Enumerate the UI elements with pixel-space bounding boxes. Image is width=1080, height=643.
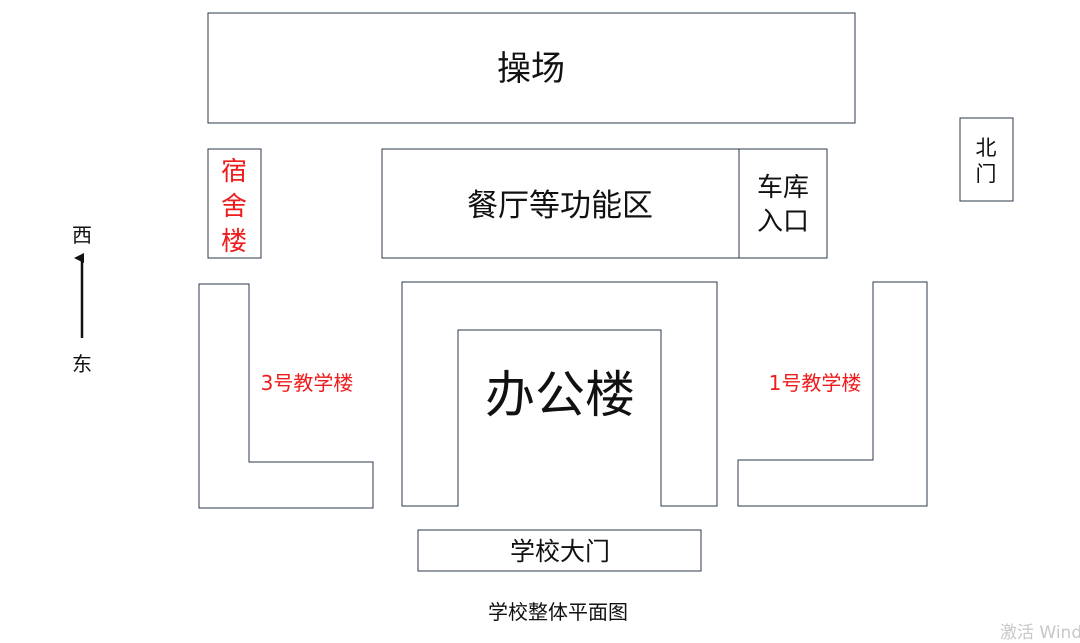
dormitory-label-line3: 楼	[221, 227, 247, 257]
teaching-building-1-label: 1号教学楼	[769, 371, 862, 395]
garage-label-line2: 入口	[757, 207, 809, 237]
dining-area-block	[381, 148, 740, 259]
teaching-building-3-label: 3号教学楼	[261, 371, 354, 395]
office-building-label: 办公楼	[485, 366, 635, 424]
north-gate-label-line1: 北	[976, 136, 997, 160]
playground-label: 操场	[497, 49, 565, 89]
garage-entrance-block	[738, 148, 828, 259]
main-gate-block	[417, 529, 702, 572]
main-gate-label: 学校大门	[510, 537, 610, 566]
north-gate-block	[959, 117, 1014, 202]
north-gate-label-line2: 门	[976, 162, 997, 186]
playground-block	[207, 12, 856, 124]
teaching-building-3-block	[198, 283, 374, 509]
compass-west-label: 西	[72, 223, 92, 247]
teaching-building-1-block	[737, 281, 928, 507]
dormitory-label-line2: 舍	[221, 192, 247, 222]
dormitory-block	[207, 148, 262, 259]
office-building-block	[401, 281, 718, 507]
compass-east-label: 东	[72, 352, 92, 376]
garage-label-line1: 车库	[757, 173, 809, 203]
dormitory-label-line1: 宿	[221, 157, 247, 187]
diagram-caption: 学校整体平面图	[488, 600, 628, 624]
dining-area-label: 餐厅等功能区	[467, 188, 653, 224]
